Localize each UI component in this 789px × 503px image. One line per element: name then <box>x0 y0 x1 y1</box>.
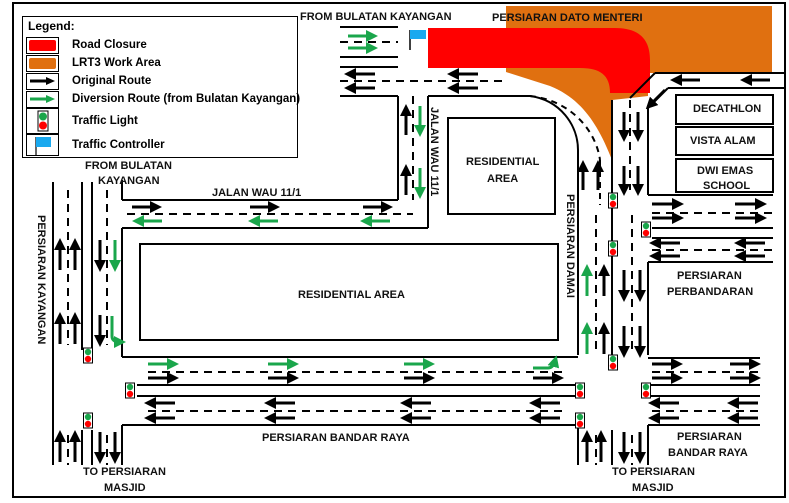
label-decathlon: DECATHLON <box>693 103 761 115</box>
label-dwi-emas: DWI EMAS <box>697 165 753 177</box>
label-to-masjid-left-2: MASJID <box>104 482 146 494</box>
label-residential-small: RESIDENTIAL <box>466 156 540 168</box>
traffic-light-icon <box>125 382 135 399</box>
traffic-light-icon <box>26 108 59 134</box>
legend-item-traffic-light: Traffic Light <box>23 108 138 134</box>
legend-item-lrt3-work-area: LRT3 Work Area <box>23 54 161 72</box>
label-persiaran-perbandaran-2: PERBANDARAN <box>667 286 753 298</box>
label-from-bulatan-left: FROM BULATAN <box>85 160 172 172</box>
label-dwi-emas-2: SCHOOL <box>703 180 750 192</box>
lrt3-work-area-swatch <box>26 54 59 72</box>
persiaran-kayangan-road <box>52 182 123 465</box>
label-jalan-wau-h: JALAN WAU 11/1 <box>212 187 301 199</box>
traffic-light-icon <box>608 240 618 257</box>
legend-label: LRT3 Work Area <box>72 57 161 69</box>
residential-large <box>139 243 559 341</box>
right-top-road-arrows <box>577 88 667 196</box>
traffic-light-icon <box>641 382 651 399</box>
label-to-masjid-left: TO PERSIARAN <box>83 466 166 478</box>
decathlon-building <box>675 94 774 125</box>
traffic-controller-icon <box>409 30 426 50</box>
legend-label: Road Closure <box>72 39 147 51</box>
perbandaran-arrows <box>649 198 767 262</box>
legend-label: Original Route <box>72 75 152 87</box>
legend-item-road-closure: Road Closure <box>23 36 147 54</box>
label-to-masjid-right: TO PERSIARAN <box>612 466 695 478</box>
dwi-emas-building <box>675 158 774 193</box>
bandar-raya-arrows <box>144 355 761 464</box>
map-frame <box>12 2 786 498</box>
jalan-wau-horizontal-road <box>121 180 429 229</box>
buildings <box>139 94 774 341</box>
road-closure-area <box>428 28 650 93</box>
label-jalan-wau-v: JALAN WAU 11/1 <box>428 107 440 196</box>
black-arrow-icon <box>26 72 59 90</box>
residential-small <box>447 117 556 215</box>
label-persiaran-perbandaran: PERSIARAN <box>677 270 742 282</box>
label-persiaran-dato-menteri: PERSIARAN DATO MENTERI <box>492 12 643 24</box>
traffic-light-icon <box>608 192 618 209</box>
label-residential-large: RESIDENTIAL AREA <box>298 289 405 301</box>
legend-label: Traffic Light <box>72 115 138 127</box>
label-to-masjid-right-2: MASJID <box>632 482 674 494</box>
label-persiaran-kayangan: PERSIARAN KAYANGAN <box>35 215 47 344</box>
traffic-light-icon <box>575 382 585 399</box>
label-from-bulatan-left-2: KAYANGAN <box>98 175 160 187</box>
label-vista-alam: VISTA ALAM <box>690 135 756 147</box>
legend-item-traffic-controller: Traffic Controller <box>23 134 165 156</box>
legend-label: Traffic Controller <box>72 139 165 151</box>
traffic-light-icon <box>83 412 93 429</box>
label-persiaran-damai: PERSIARAN DAMAI <box>564 194 576 298</box>
label-bandar-raya-right: PERSIARAN <box>677 431 742 443</box>
traffic-light-icon <box>641 221 651 238</box>
label-bandar-raya-right-2: BANDAR RAYA <box>668 447 748 459</box>
jalan-wau-horizontal-arrows <box>132 201 393 227</box>
legend-item-original-route: Original Route <box>23 72 151 90</box>
traffic-lights <box>83 192 651 429</box>
legend-title: Legend: <box>28 19 75 33</box>
legend: Legend: Road Closure LRT3 Work Area Orig… <box>22 16 300 158</box>
road-closure-swatch <box>26 36 59 54</box>
label-from-bulatan-top: FROM BULATAN KAYANGAN <box>300 11 452 23</box>
traffic-light-icon <box>608 354 618 371</box>
green-arrow-icon <box>26 90 59 108</box>
legend-item-diversion-route: Diversion Route (from Bulatan Kayangan) <box>23 90 300 108</box>
label-bandar-raya-bottom: PERSIARAN BANDAR RAYA <box>262 432 410 444</box>
vista-alam-building <box>675 126 774 156</box>
jalan-wau-vertical-arrows <box>400 104 426 199</box>
persiaran-damai-road <box>428 95 773 355</box>
persiaran-kayangan-arrows <box>54 238 126 464</box>
persiaran-bandar-raya-road <box>122 356 760 465</box>
label-residential-small-2: AREA <box>487 173 518 185</box>
traffic-light-icon <box>575 412 585 429</box>
damai-arrows <box>581 264 646 358</box>
top-road-arrows <box>344 30 770 94</box>
legend-label: Diversion Route (from Bulatan Kayangan) <box>72 93 301 105</box>
traffic-light-icon <box>83 347 93 364</box>
traffic-controller-legend-icon <box>26 134 59 156</box>
